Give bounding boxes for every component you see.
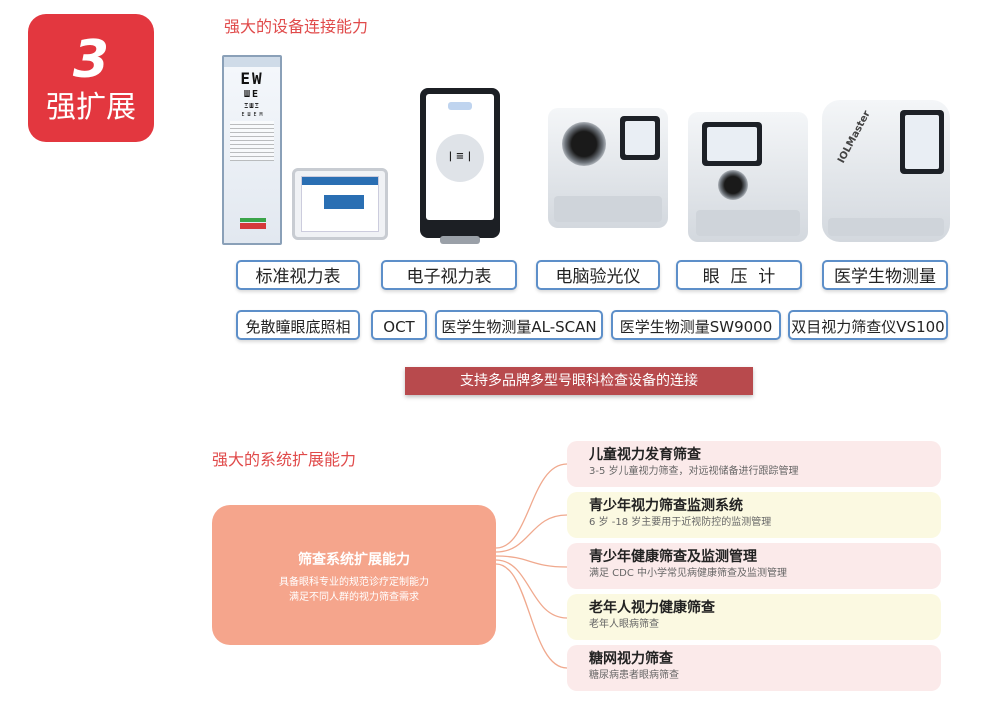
tablet-image — [292, 168, 388, 240]
device-btn-electronic-chart[interactable]: 电子视力表 — [381, 260, 517, 290]
card-teen-health[interactable]: 青少年健康筛查及监测管理 满足 CDC 中小学常见病健康筛查及监测管理 — [567, 543, 941, 589]
core-capability-box: 筛查系统扩展能力 具备眼科专业的规范诊疗定制能力 满足不同人群的视力筛查需求 — [212, 505, 496, 645]
biometer-image: IOLMaster — [822, 100, 950, 242]
section-title-system: 强大的系统扩展能力 — [212, 450, 357, 469]
monitor-stand — [440, 236, 480, 244]
monitor-optotype: | ≡ | — [448, 151, 472, 162]
card-title: 青少年健康筛查及监测管理 — [589, 549, 757, 565]
electronic-eye-chart-image: | ≡ | — [420, 88, 500, 238]
badge-number: 3 — [72, 30, 110, 90]
card-title: 老年人视力健康筛查 — [589, 600, 715, 616]
section-title-device: 强大的设备连接能力 — [224, 17, 369, 36]
device-btn-biometer[interactable]: 医学生物测量 — [822, 260, 948, 290]
tonometer-image — [688, 112, 808, 242]
device-btn-tonometer[interactable]: 眼 压 计 — [676, 260, 802, 290]
card-desc: 老年人眼病筛查 — [589, 619, 659, 630]
card-desc: 3-5 岁儿童视力筛查，对远视储备进行跟踪管理 — [589, 466, 799, 477]
feature-badge: 3 强扩展 — [28, 14, 154, 142]
refractometer-image — [548, 108, 668, 228]
card-elderly[interactable]: 老年人视力健康筛查 老年人眼病筛查 — [567, 594, 941, 640]
card-title: 青少年视力筛查监测系统 — [589, 498, 743, 514]
device-btn-fundus-camera[interactable]: 免散瞳眼底照相 — [236, 310, 360, 340]
device-btn-standard-chart[interactable]: 标准视力表 — [236, 260, 360, 290]
support-banner: 支持多品牌多型号眼科检查设备的连接 — [405, 367, 753, 395]
core-desc-2: 满足不同人群的视力筛查需求 — [289, 592, 419, 603]
card-title: 糖网视力筛查 — [589, 651, 673, 667]
eye-chart-line: ШЕ — [243, 89, 261, 100]
core-desc-1: 具备眼科专业的规范诊疗定制能力 — [279, 577, 429, 588]
eye-chart-line: ΞШΞ — [244, 102, 260, 110]
eye-chart-image: EW ШЕ ΞШΞ E Ш E M — [222, 55, 282, 245]
device-btn-oct[interactable]: OCT — [371, 310, 427, 340]
eye-chart-line: E Ш E M — [241, 112, 263, 118]
card-desc: 满足 CDC 中小学常见病健康筛查及监测管理 — [589, 568, 788, 579]
badge-label: 强扩展 — [46, 90, 136, 125]
eye-chart-line: EW — [240, 69, 264, 88]
device-btn-refractometer[interactable]: 电脑验光仪 — [536, 260, 660, 290]
device-btn-sw9000[interactable]: 医学生物测量SW9000 — [611, 310, 781, 340]
card-desc: 6 岁 -18 岁主要用于近视防控的监测管理 — [589, 517, 772, 528]
card-desc: 糖尿病患者眼病筛查 — [589, 670, 679, 681]
card-teen-monitoring[interactable]: 青少年视力筛查监测系统 6 岁 -18 岁主要用于近视防控的监测管理 — [567, 492, 941, 538]
card-diabetic-retinopathy[interactable]: 糖网视力筛查 糖尿病患者眼病筛查 — [567, 645, 941, 691]
card-child-vision[interactable]: 儿童视力发育筛查 3-5 岁儿童视力筛查，对远视储备进行跟踪管理 — [567, 441, 941, 487]
device-btn-vs100[interactable]: 双目视力筛查仪VS100 — [788, 310, 948, 340]
core-title: 筛查系统扩展能力 — [298, 552, 410, 568]
card-title: 儿童视力发育筛查 — [589, 447, 701, 463]
device-btn-al-scan[interactable]: 医学生物测量AL-SCAN — [435, 310, 603, 340]
